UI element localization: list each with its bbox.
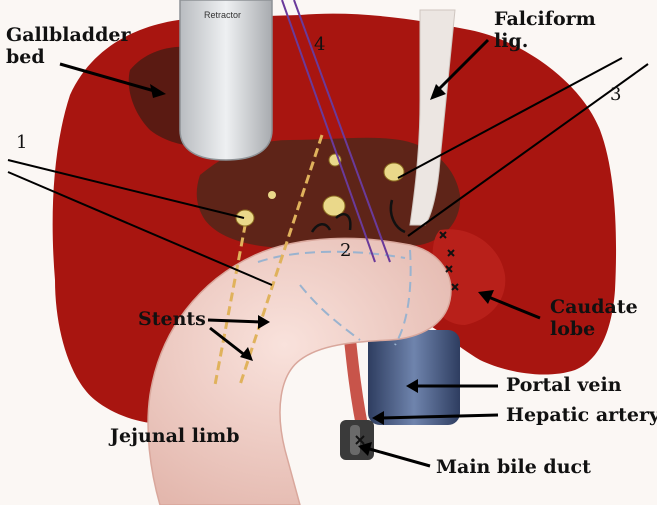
arrowhead-gallbladder [150, 84, 166, 98]
stent-1 [238, 134, 324, 386]
label-caudate-line1: Caudate [550, 296, 638, 318]
duct-opening-2 [322, 195, 346, 217]
pointer-1b [7, 171, 273, 286]
arrow-hepatic-artery [379, 413, 499, 420]
bile-duct-star [355, 435, 365, 445]
arrow-caudate [485, 294, 541, 320]
label-falciform: Falciform lig. [494, 8, 596, 52]
suture-stars [439, 231, 459, 291]
arrowhead-bile-duct [358, 442, 372, 456]
label-retractor: Retractor [204, 10, 242, 20]
bile-duct-highlight [350, 425, 360, 455]
jejunal-limb [147, 237, 452, 505]
pointer-3a [397, 57, 623, 179]
suture-4b [293, 0, 391, 263]
bowel-seam [299, 284, 361, 341]
arrow-falciform [434, 38, 490, 94]
suture-knots-2 [310, 213, 352, 233]
arrow-bile-duct [365, 446, 431, 468]
label-hepatic-artery: Hepatic artery [506, 404, 657, 426]
bowel-seam-2 [394, 249, 412, 346]
anastomosis-line [257, 250, 406, 263]
small-duct-dot [268, 191, 276, 199]
falciform-ligament [409, 9, 456, 226]
label-caudate-line2: lobe [550, 318, 596, 340]
arrow-gallbladder [59, 62, 159, 94]
label-number-2: 2 [340, 240, 352, 261]
label-number-1: 1 [16, 132, 28, 153]
label-number-4: 4 [314, 34, 326, 55]
arrowhead-caudate [478, 290, 494, 304]
label-jejunal-limb: Jejunal limb [110, 425, 240, 447]
label-main-bile-duct: Main bile duct [436, 456, 591, 478]
arrowhead-falciform [430, 84, 446, 100]
duct-opening-1 [235, 209, 255, 227]
label-gallbladder-line2: bed [6, 46, 45, 68]
retractor [179, 0, 273, 161]
label-falciform-line1: Falciform [494, 8, 596, 30]
arrowhead-hepatic-artery [372, 411, 384, 425]
label-stents: Stents [138, 308, 206, 330]
label-portal-vein: Portal vein [506, 374, 622, 396]
portal-vein [368, 330, 460, 425]
stent-2 [213, 209, 250, 386]
arrow-stents-1 [207, 318, 263, 324]
arrowhead-stents-2 [240, 347, 253, 361]
arrow-stents-2 [209, 326, 247, 358]
suture-knots-3 [389, 199, 406, 234]
label-number-3: 3 [610, 84, 622, 105]
arrowhead-portal-vein [406, 379, 418, 393]
pointer-1a [7, 159, 245, 219]
duct-opening-3 [383, 162, 405, 182]
label-falciform-line2: lig. [494, 30, 529, 52]
pointer-3b [407, 63, 649, 237]
label-caudate-lobe: Caudate lobe [550, 296, 638, 340]
suture-4a [281, 0, 376, 263]
arrowhead-stents-1 [258, 315, 270, 329]
label-gallbladder-line1: Gallbladder [6, 24, 131, 46]
label-gallbladder-bed: Gallbladder bed [6, 24, 130, 68]
